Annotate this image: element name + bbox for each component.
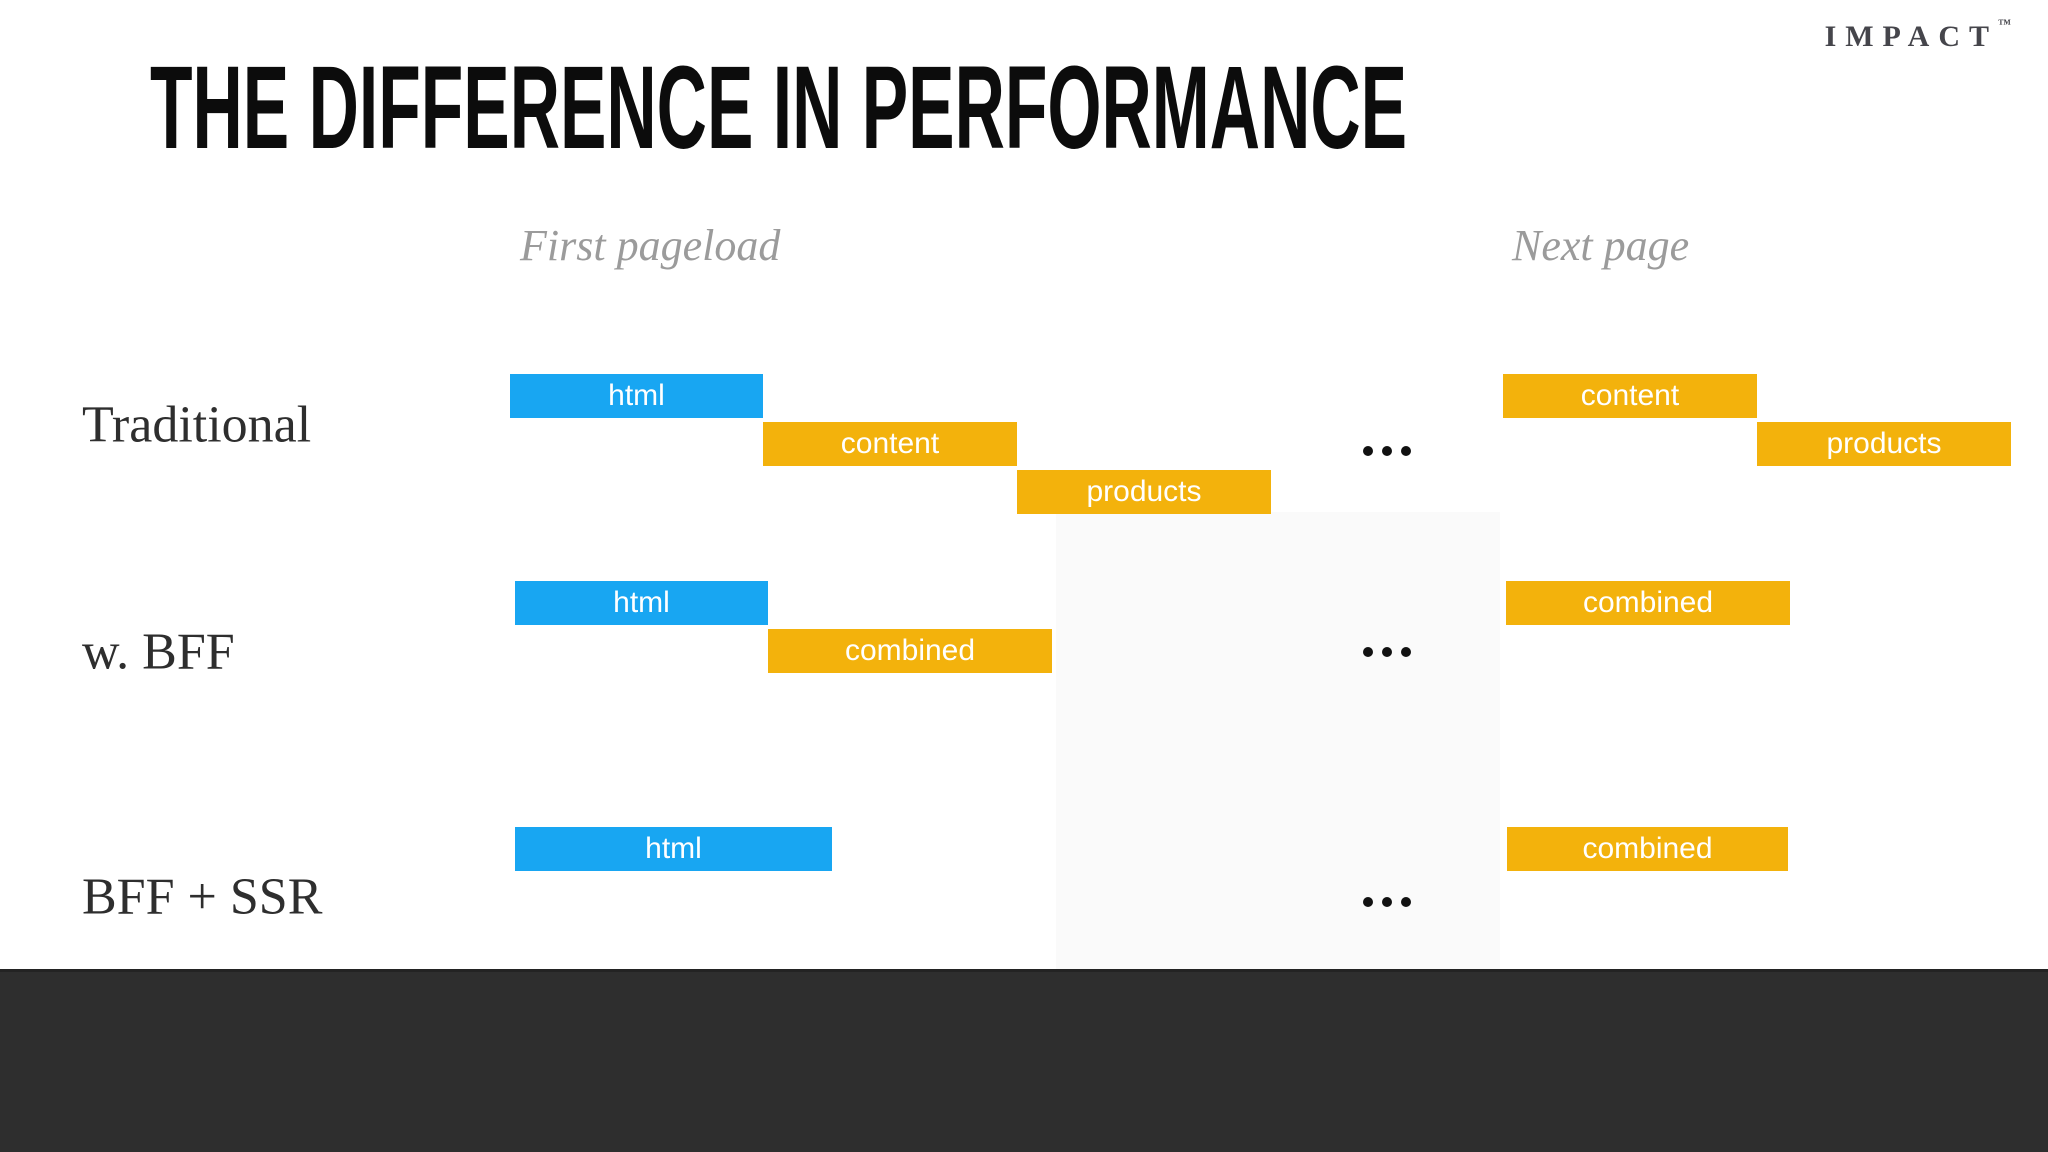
ellipsis-dots [1363, 446, 1411, 456]
bar-html: html [510, 374, 763, 418]
bar-combined: combined [1507, 827, 1788, 871]
bar-content: content [1503, 374, 1757, 418]
brand-logo: IMPACT™ [1825, 16, 2012, 54]
ellipsis-dot [1401, 897, 1411, 907]
page-title: THE DIFFERENCE IN PERFORMANCE [150, 48, 2048, 168]
brand-trademark-icon: ™ [1998, 16, 2012, 31]
page-title-text: THE DIFFERENCE IN PERFORMANCE [150, 42, 1408, 174]
ellipsis-dots [1363, 897, 1411, 907]
bar-content: content [763, 422, 1017, 466]
ellipsis-dot [1363, 446, 1373, 456]
bar-products: products [1017, 470, 1271, 514]
ellipsis-dot [1401, 446, 1411, 456]
ellipsis-dot [1401, 647, 1411, 657]
row-label: Traditional [82, 396, 312, 454]
ellipsis-dot [1382, 647, 1392, 657]
column-header-first-pageload: First pageload [520, 221, 781, 270]
column-header-next-page: Next page [1512, 221, 1690, 270]
footer-bar [0, 969, 2048, 1152]
ellipsis-dot [1382, 897, 1392, 907]
ellipsis-dots [1363, 647, 1411, 657]
bar-html: html [515, 827, 832, 871]
row-label: w. BFF [82, 623, 235, 681]
ellipsis-dot [1382, 446, 1392, 456]
row-label: BFF + SSR [82, 868, 323, 926]
brand-name: IMPACT [1824, 20, 1998, 53]
bar-products: products [1757, 422, 2011, 466]
bar-html: html [515, 581, 768, 625]
ellipsis-dot [1363, 897, 1373, 907]
ellipsis-dot [1363, 647, 1373, 657]
bar-combined: combined [1506, 581, 1790, 625]
bar-combined: combined [768, 629, 1052, 673]
